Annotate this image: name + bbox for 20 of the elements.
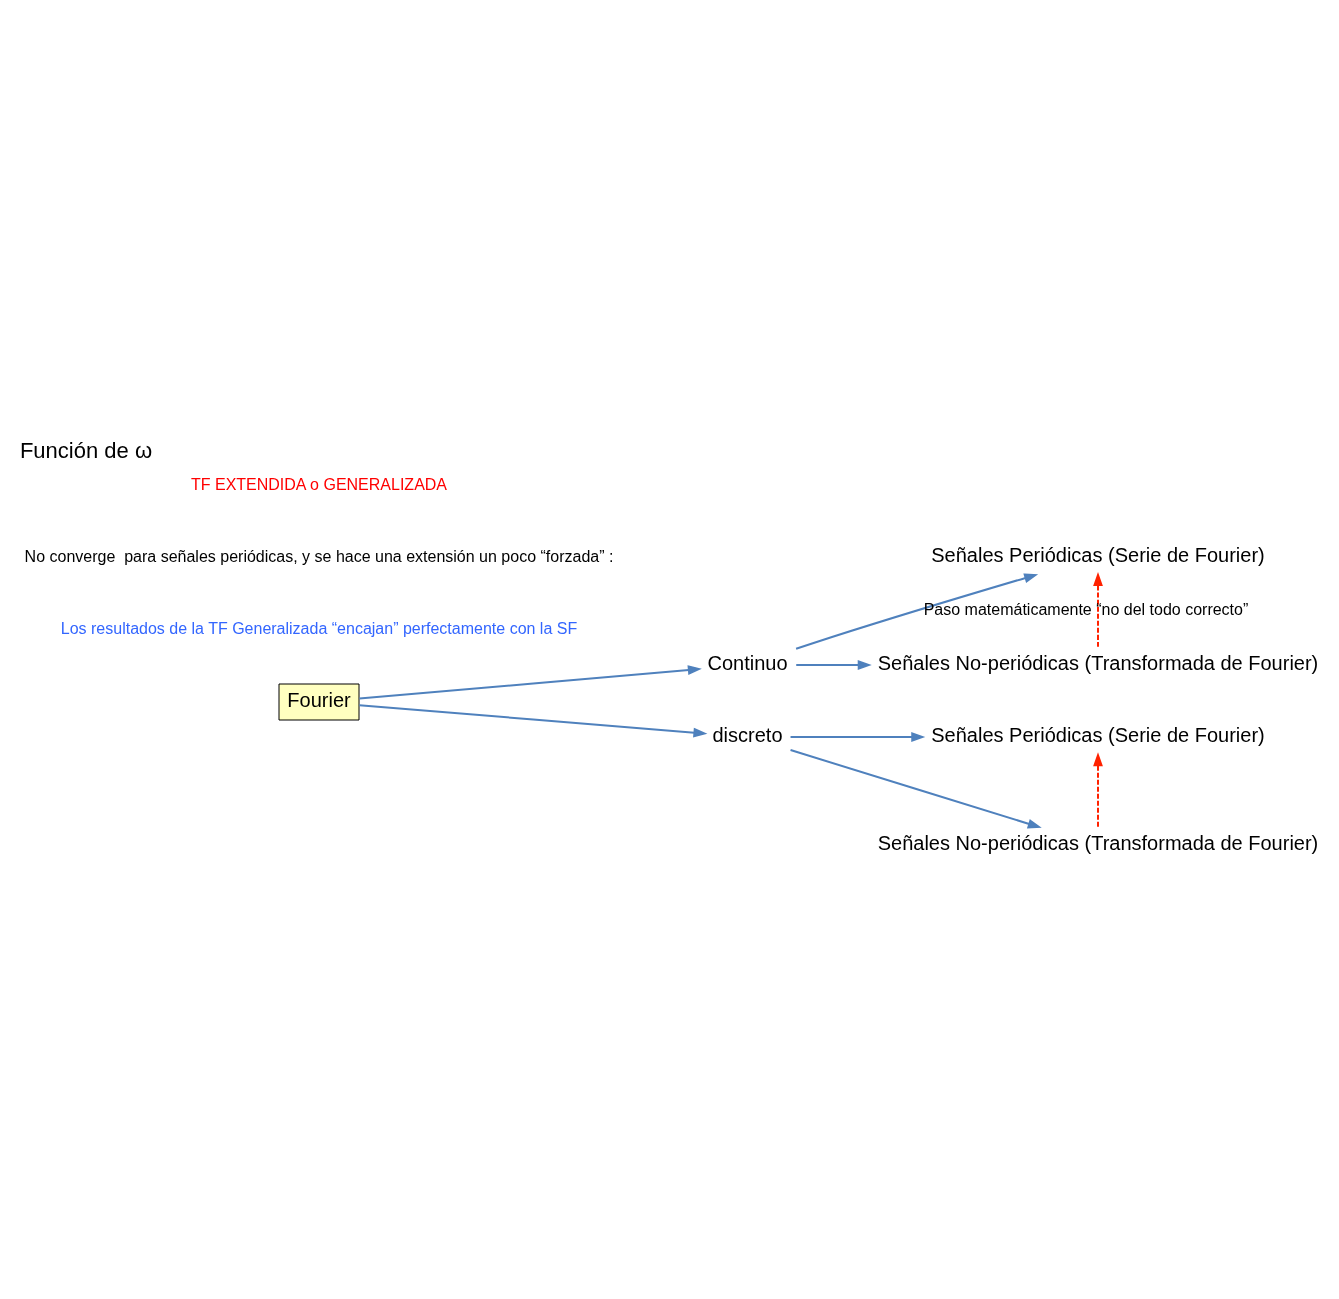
label: Los resultados de la TF Generalizada “encajan” perfectamente con la SF (60, 619, 578, 637)
arrow (789, 732, 926, 742)
label: TF EXTENDIDA o GENERALIZADA (190, 475, 448, 493)
arrow (358, 665, 702, 700)
arrow (1093, 572, 1103, 648)
diagram-title: Función de ω (19, 437, 153, 463)
node-text: Señales Periódicas (Serie de Fourier) (931, 544, 1265, 566)
node-text: Continuo (707, 652, 788, 674)
label: No converge para señales periódicas, y se hace una extensión un poco “forzada” : (24, 547, 614, 565)
arrow (358, 704, 708, 738)
arrow (795, 573, 1039, 650)
node-text: Señales No-periódicas (Transformada de Fourier) (877, 652, 1319, 674)
node-text: Señales No-periódicas (Transformada de Fourier) (877, 832, 1319, 854)
edge-label: Paso matemáticamente “no del todo correcto” (923, 600, 1249, 618)
arrow (789, 749, 1042, 829)
arrow (1093, 752, 1103, 828)
arrow (795, 660, 872, 670)
node-text: Señales Periódicas (Serie de Fourier) (931, 724, 1265, 746)
node-box: Fourier (278, 683, 360, 721)
node-text: discreto (712, 724, 783, 746)
